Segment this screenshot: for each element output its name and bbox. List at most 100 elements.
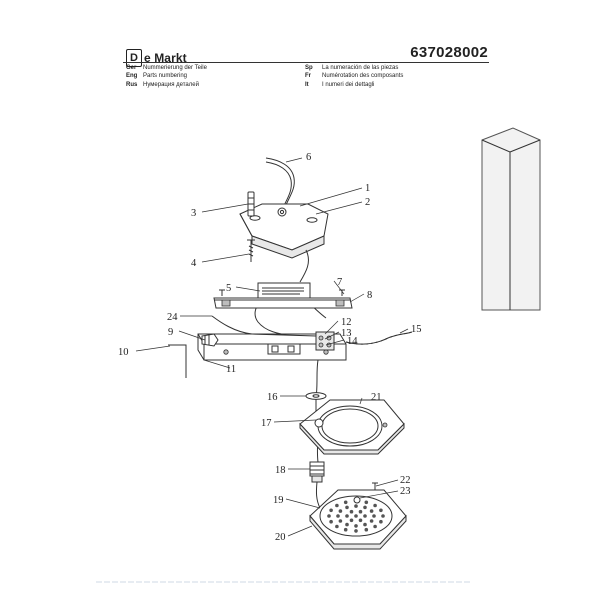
part-16-washer [305,392,327,400]
callout-24: 24 [167,312,178,323]
part-11-frame-body [197,333,347,361]
led-dot [345,505,349,510]
callout-13: 13 [341,328,352,339]
led-dot [358,518,363,523]
language-code: Rus [126,81,138,88]
led-dot [354,504,358,508]
language-row: Ger Nummerierung der Teile [126,64,207,72]
led-dot [338,509,343,513]
part-24-wire [211,315,317,337]
led-dot [369,519,374,523]
callout-5: 5 [226,283,231,294]
led-dot [343,527,348,532]
callout-11: 11 [226,364,236,375]
led-dot [329,508,333,513]
led-dot [379,519,383,524]
cable-segment [299,249,309,283]
language-code: Sp [305,65,313,71]
callout-18: 18 [275,465,286,476]
led-dot [349,518,354,523]
part-12-14-terminal-block [315,331,335,351]
language-code: Fr [305,73,311,80]
language-list-right: Sp La numeración de las piezas Fr Numérota… [305,64,403,89]
callout-3: 3 [191,208,196,219]
part-6-cable [265,157,295,213]
callout-17: 17 [261,418,272,429]
led-dot [345,514,349,518]
led-dot [335,524,339,529]
callout-4: 4 [191,258,197,269]
adjacent-page-edge [481,127,541,311]
language-code: It [305,81,309,88]
led-dot [363,522,367,527]
callout-6: 6 [306,152,311,163]
language-row: Rus Нумерация деталей [126,81,207,89]
part-5-led-driver [254,282,327,337]
logo-text: e Markt [144,51,187,65]
callout-19: 19 [273,495,284,506]
led-dot [349,509,354,514]
callout-15: 15 [411,324,422,335]
callout-10: 10 [118,347,129,358]
part-17-hex-plate [299,399,405,455]
led-dot [373,524,377,529]
callout-12: 12 [341,317,352,328]
header-divider [123,62,489,63]
led-dot [354,524,358,528]
part-22-23-screws [372,482,378,490]
led-dot [345,522,349,527]
language-text: Parts numbering [143,73,188,80]
callout-16: 16 [267,392,278,403]
part-1-2-mounting-block [239,203,329,259]
language-text: Нумерация деталей [143,81,199,88]
led-dot [338,519,343,523]
led-dot [381,514,385,518]
language-text: Nummerierung der Teile [143,65,207,71]
part-4-screw [247,239,255,262]
led-dot [336,514,340,518]
part-15-led-strip [345,331,413,345]
led-dot [335,503,339,508]
language-text: Numérotation des composants [322,73,404,80]
callout-14: 14 [347,336,358,347]
language-code: Eng [126,73,138,80]
led-dot [329,519,333,524]
led-dot [372,514,376,518]
led-dot [327,514,331,518]
led-dot [364,527,369,532]
language-row: It I numeri dei dettagli [305,81,403,89]
part-18-cable-gland [309,461,325,509]
callout-1: 1 [365,183,370,194]
language-text: I numeri dei dettagli [322,81,375,88]
led-dot [364,500,369,505]
led-dot [343,500,348,505]
led-dot [354,529,358,533]
language-row: Fr Numérotation des composants [305,72,403,80]
led-array [327,499,385,533]
language-code: Ger [126,65,137,71]
logo-mark-icon: D [126,49,142,67]
language-row: Eng Parts numbering [126,72,207,80]
language-list-left: Ger Nummerierung der Teile Eng Parts numbe… [126,64,207,89]
part-3-dowel [247,191,255,217]
callout-9: 9 [168,327,173,338]
callout-2: 2 [365,197,370,208]
brand-logo: D e Markt [126,49,187,67]
document-number: 637028002 [410,44,488,61]
language-row: Sp La numeración de las piezas [305,64,403,72]
led-dot [363,505,367,510]
callout-8: 8 [367,290,372,301]
part-19-20-lamp-base [309,489,407,550]
part-7-8-mounting-plate [213,289,353,309]
led-dot [363,514,367,518]
callout-21: 21 [371,392,382,403]
callout-22: 22 [400,475,411,486]
callout-23: 23 [400,486,411,497]
callout-20: 20 [275,532,286,543]
language-text: La numeración de las piezas [322,65,399,71]
led-dot [369,509,374,513]
led-dot [354,514,358,518]
led-dot [379,508,383,513]
callout-numbers: 6 1 2 3 4 5 7 8 9 10 11 12 13 14 15 16 2… [118,152,422,543]
